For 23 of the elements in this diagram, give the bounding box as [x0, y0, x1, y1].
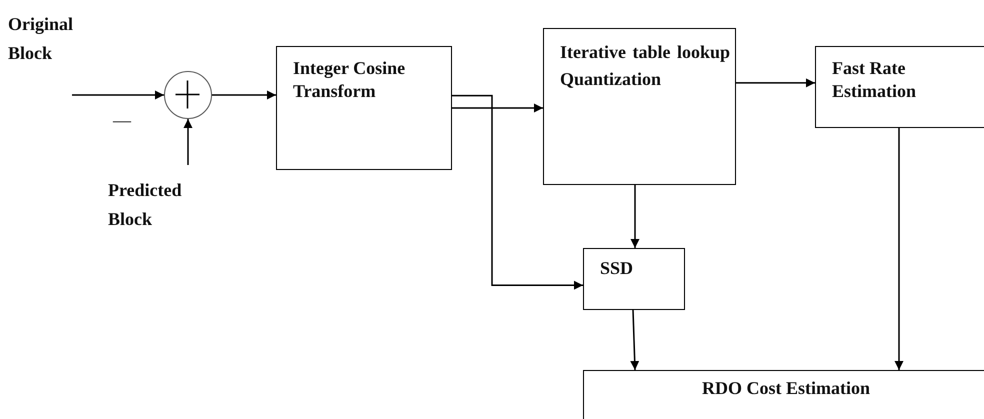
- signal-label: Predicted Block: [108, 179, 183, 231]
- process-box: [543, 28, 736, 185]
- arrow: [184, 119, 192, 165]
- box-label: Integer Cosine Transform: [293, 57, 406, 102]
- box-label: Iterative table lookup Quantization: [560, 41, 730, 91]
- box-label: RDO Cost Estimation: [700, 377, 871, 400]
- arrow: [630, 185, 640, 248]
- arrow: [736, 78, 815, 88]
- arrow: [894, 128, 904, 370]
- summing-junction: [164, 71, 212, 119]
- process-box: [583, 370, 984, 419]
- process-box: [815, 46, 984, 128]
- arrow: [452, 94, 583, 290]
- process-box: [583, 248, 685, 310]
- arrow: [72, 90, 164, 100]
- arrow: [212, 90, 276, 100]
- box-label: SSD: [600, 257, 634, 280]
- arrow: [452, 104, 543, 112]
- arrow: [630, 310, 640, 370]
- minus-sign: —: [113, 109, 132, 132]
- signal-label: Original Block: [8, 13, 74, 65]
- process-box: [276, 46, 452, 170]
- box-label: Fast Rate Estimation: [832, 57, 918, 102]
